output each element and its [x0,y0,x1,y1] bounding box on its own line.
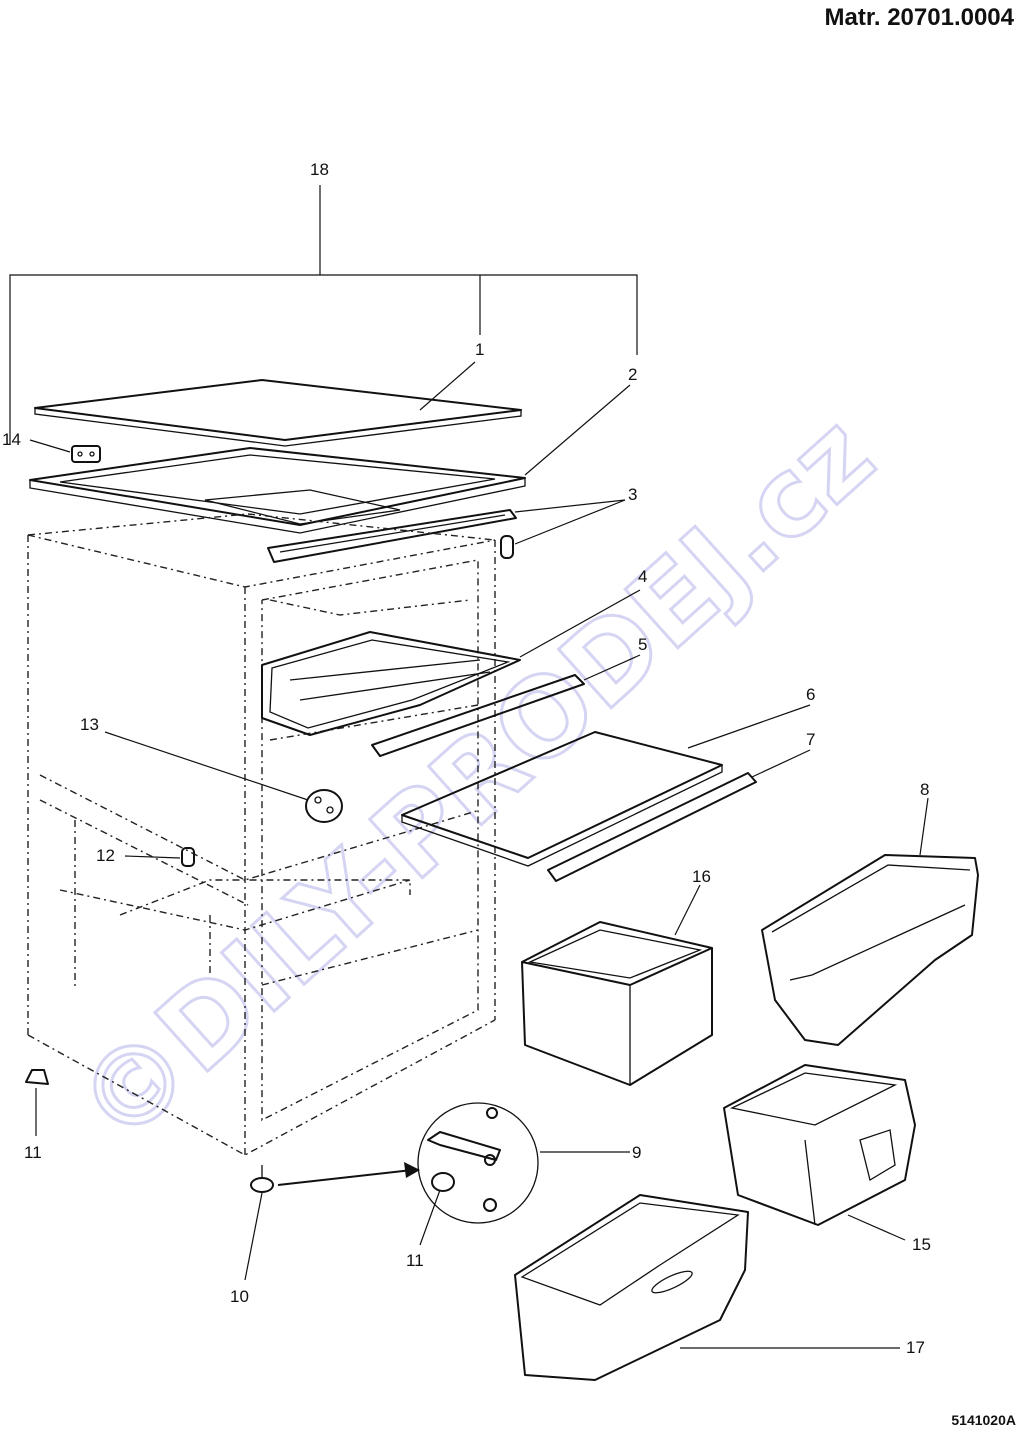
callout-9: 9 [632,1143,641,1162]
material-number: Matr. 20701.0004 [824,4,1014,31]
part-10-adjustable-foot [244,1162,420,1281]
part-9-detail [417,1102,630,1246]
part-14-hinge [29,439,101,463]
callout-6: 6 [806,685,815,704]
callout-16: 16 [692,867,711,886]
part-1-top-cover [34,361,522,447]
part-13-plate [104,731,343,823]
callout-13: 13 [80,715,99,734]
callout-8: 8 [920,780,929,799]
part-7-rail [547,749,811,882]
callout-7: 7 [806,730,815,749]
callout-1: 1 [475,340,484,359]
assembly-bracket-18 [9,185,638,445]
part-3-rail-and-clip [267,499,626,563]
part-16-drawer [521,884,713,1086]
drawing-code: 5141020A [951,1412,1016,1428]
callout-5: 5 [638,635,647,654]
callout-17: 17 [906,1338,925,1357]
part-12-knob [124,847,195,867]
callout-11-left: 11 [24,1143,42,1162]
callout-12: 12 [96,846,115,865]
part-2-frame [29,384,631,534]
callout-10: 10 [230,1287,249,1306]
callout-11-detail: 11 [406,1251,424,1270]
part-11-foot [25,1069,49,1136]
callout-2: 2 [628,365,637,384]
part-4-wire-shelf [261,589,641,736]
callout-14: 14 [2,430,21,449]
part-5-rail [371,654,641,757]
part-8-door-bin [761,797,979,1046]
callout-3: 3 [628,485,637,504]
part-15-bin [723,1064,916,1241]
part-6-glass-shelf [401,704,811,867]
callout-18: 18 [310,160,329,179]
part-17-crisper [514,1194,900,1381]
callout-15: 15 [912,1235,931,1254]
callout-4: 4 [638,567,647,586]
watermark: ©DILY-PRODEJ.cz [54,392,898,1169]
